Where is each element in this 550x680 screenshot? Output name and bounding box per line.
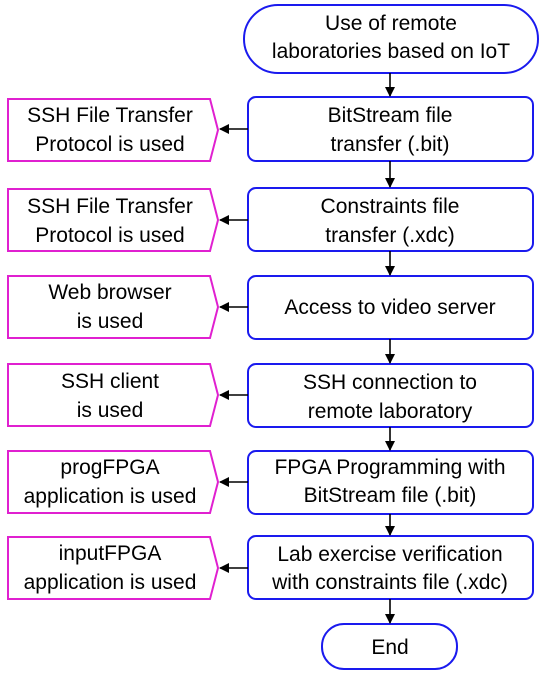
note-6-line-2: application is used [24,571,197,594]
step-bitstream-transfer: BitStream file transfer (.bit) [247,96,534,162]
step-6-line-2: with constraints file (.xdc) [271,571,508,594]
start-line-1: Use of remote [325,12,457,35]
step-video-server: Access to video server [247,275,534,340]
step-1-line-1: BitStream file [328,104,453,127]
step-fpga-programming: FPGA Programming with BitStream file (.b… [247,450,534,515]
end-terminator: End [321,623,458,670]
step-lab-verification: Lab exercise verification with constrain… [247,535,534,600]
note-1-line-2: Protocol is used [35,133,184,156]
step-1-line-2: transfer (.bit) [330,133,449,156]
note-step-2: SSH File Transfer Protocol is used [7,188,220,252]
end-label: End [371,636,408,659]
start-line-2: laboratories based on IoT [272,40,510,63]
start-terminator: Use of remote laboratories based on IoT [243,4,539,74]
note-2-line-2: Protocol is used [35,224,184,247]
note-5-line-1: progFPGA [60,456,159,479]
step-5-line-1: FPGA Programming with [274,456,505,479]
step-3-line-1: Access to video server [284,296,495,319]
step-constraints-transfer: Constraints file transfer (.xdc) [247,187,534,252]
note-step-6: inputFPGA application is used [7,536,220,600]
note-step-3: Web browser is used [7,275,220,339]
note-6-line-1: inputFPGA [59,542,162,565]
step-4-line-1: SSH connection to [303,371,477,394]
note-3-line-1: Web browser [48,281,171,304]
step-ssh-connection: SSH connection to remote laboratory [247,363,534,428]
note-1-line-1: SSH File Transfer [27,104,193,127]
step-4-line-2: remote laboratory [308,400,473,423]
note-4-line-1: SSH client [61,370,159,393]
step-2-line-2: transfer (.xdc) [325,224,455,247]
note-2-line-1: SSH File Transfer [27,195,193,218]
step-2-line-1: Constraints file [321,195,460,218]
note-step-1: SSH File Transfer Protocol is used [7,98,220,162]
note-4-line-2: is used [77,399,144,422]
note-step-5: progFPGA application is used [7,450,220,514]
note-step-4: SSH client is used [7,363,220,427]
step-5-line-2: BitStream file (.bit) [304,484,477,507]
note-3-line-2: is used [77,310,144,333]
note-5-line-2: application is used [24,485,197,508]
step-6-line-1: Lab exercise verification [277,543,502,566]
